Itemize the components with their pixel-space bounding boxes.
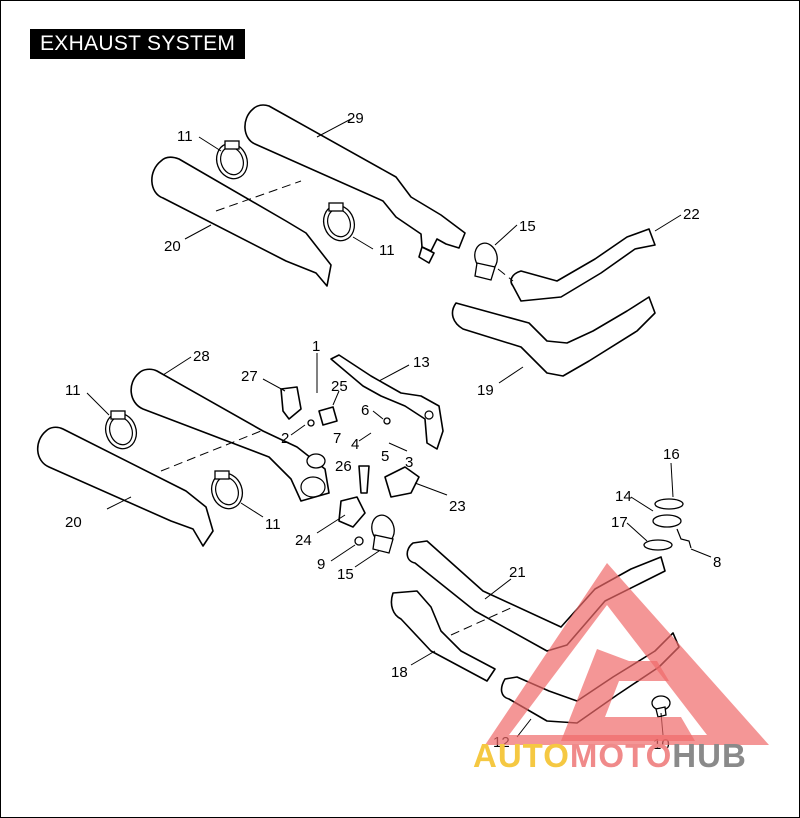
callout-20: 20 [65,514,82,531]
clamp-15-lower [371,514,395,554]
bracket-13 [330,354,444,450]
callout-18: 18 [391,664,408,681]
callout-14: 14 [615,488,632,505]
callout-11: 11 [65,382,81,399]
watermark-auto: AUTO [473,737,570,774]
callout-2: 2 [281,430,289,447]
bolt-5 [358,465,370,494]
muffler-28-outlet [300,476,326,498]
clamp-11-upper-a [215,140,249,180]
heatshield-19 [451,296,656,377]
nut-9 [354,536,364,546]
plate-7 [318,406,338,426]
callout-15: 15 [337,566,354,583]
callout-11: 11 [379,242,395,259]
callout-21: 21 [509,564,526,581]
page-title: EXHAUST SYSTEM [30,29,246,59]
muffler-28 [130,368,330,502]
callout-9: 9 [317,556,325,573]
clamp-11-lower-a [104,410,138,450]
bracket-27 [280,386,302,420]
centerline-upper-muffler [215,180,302,212]
muffler-29 [244,104,466,252]
watermark-text: AUTOMOTOHUB [473,736,747,776]
callout-5: 5 [381,448,389,465]
callout-23: 23 [449,498,466,515]
ring-17 [643,539,673,551]
clamp-11-lower-b [210,470,244,510]
watermark-hub: HUB [672,737,747,774]
gasket-14 [652,514,682,528]
callout-15: 15 [519,218,536,235]
muffler-20-upper [151,156,332,287]
callout-25: 25 [331,378,348,395]
clamp-11-upper-b [322,202,356,242]
callout-27: 27 [241,368,258,385]
callout-20: 20 [164,238,181,255]
clamp-15-upper [474,242,498,281]
muffler-29-nozzle [418,246,435,264]
bracket-23 [384,466,420,498]
nut-2 [307,419,315,427]
centerline-lower-muffler [160,430,262,472]
callout-8: 8 [713,554,721,571]
callout-28: 28 [193,348,210,365]
callout-1: 1 [312,338,320,355]
centerline-22 [497,268,514,282]
callout-6: 6 [361,402,369,419]
callout-24: 24 [295,532,312,549]
callout-17: 17 [611,514,628,531]
callout-7: 7 [333,430,341,447]
screw-8-wire [676,528,692,549]
callout-13: 13 [413,354,430,371]
muffler-20-lower [36,426,214,547]
headpipe-22 [510,228,656,302]
callout-11: 11 [265,516,281,533]
headpipe-21 [406,540,666,652]
watermark-moto: MOTO [569,737,673,774]
callout-22: 22 [683,206,700,223]
clamp-24 [338,496,366,528]
ring-16 [654,498,684,510]
washer-6 [383,417,391,425]
callout-26: 26 [335,458,352,475]
callout-19: 19 [477,382,494,399]
grommet-26 [306,453,326,469]
callout-3: 3 [405,454,413,471]
callout-4: 4 [351,436,359,453]
callout-29: 29 [347,110,364,127]
heatshield-18 [390,590,496,682]
callout-11: 11 [177,128,193,145]
callout-16: 16 [663,446,680,463]
headpipe-12 [500,632,680,724]
